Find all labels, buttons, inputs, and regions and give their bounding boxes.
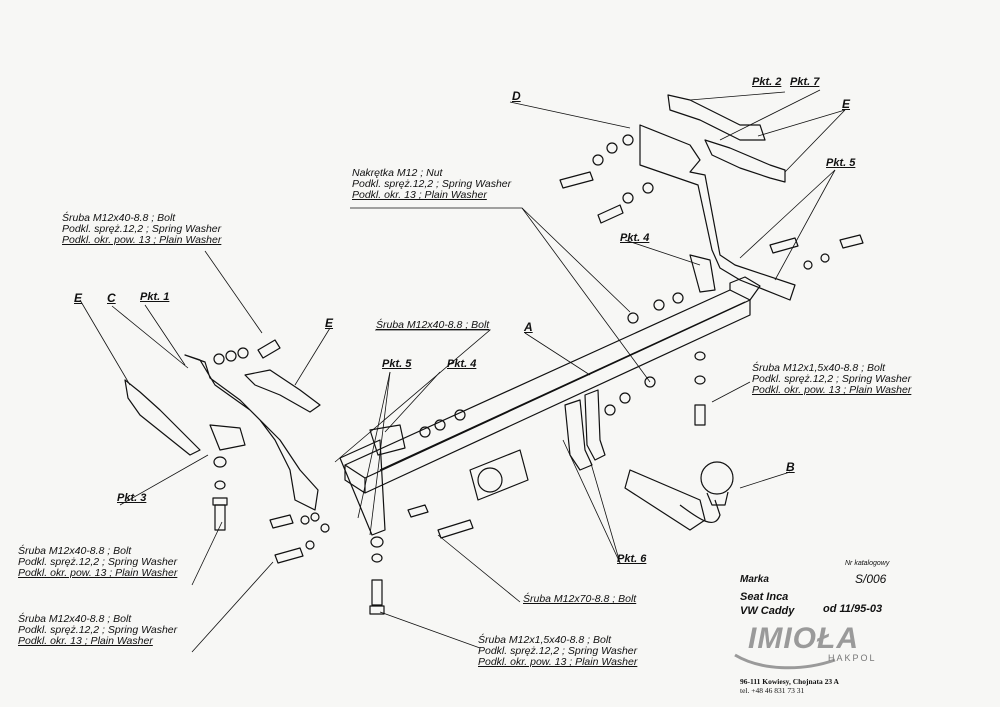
pkt-3-label: Pkt. 3	[117, 492, 147, 504]
pkt-4-right-label: Pkt. 4	[620, 232, 650, 244]
pkt-4-mid-label: Pkt. 4	[447, 358, 477, 370]
production-date: od 11/95-03	[823, 603, 883, 615]
letter-e-mid: E	[325, 316, 334, 330]
pkt-5-mid-label: Pkt. 5	[382, 358, 412, 370]
letter-b: B	[786, 460, 795, 474]
company-address: 96-111 Kowiesy, Chojnata 23 A tel. +48 4…	[740, 677, 839, 695]
bolt-center-label: Śruba M12x40-8.8 ; Bolt	[376, 319, 490, 331]
hakpol-logo: HAKPOL	[828, 653, 877, 663]
right-bracket	[639, 94, 796, 301]
leader-lines	[79, 89, 846, 653]
marka-label: Marka	[740, 574, 769, 585]
pkt-6-label: Pkt. 6	[617, 553, 647, 565]
letter-c: C	[107, 291, 116, 305]
center-plates	[339, 389, 606, 536]
model-vw-caddy: VW Caddy	[740, 605, 795, 617]
catalog-number: S/006	[855, 572, 887, 586]
pkt-7-label: Pkt. 7	[790, 76, 820, 88]
letter-d: D	[512, 89, 521, 103]
fasteners	[212, 134, 864, 615]
model-seat-inca: Seat Inca	[740, 591, 789, 603]
catalog-number-label: Nr katalogowy	[845, 560, 890, 567]
left-bracket	[124, 354, 321, 511]
bolt-m70-label: Śruba M12x70-8.8 ; Bolt	[523, 593, 637, 605]
pkt-2-label: Pkt. 2	[752, 76, 782, 88]
pkt-1-label: Pkt. 1	[140, 291, 170, 303]
imiola-logo: IMIOŁA	[748, 622, 859, 655]
pkt-5-right-label: Pkt. 5	[826, 157, 856, 169]
socket-plate	[469, 449, 529, 501]
letter-a: A	[524, 320, 533, 334]
crossbar-a	[344, 276, 761, 494]
logo-swoosh-icon	[734, 653, 836, 670]
tow-ball-b	[624, 461, 734, 531]
letter-e-top: E	[842, 97, 851, 111]
letter-e-left: E	[74, 291, 83, 305]
